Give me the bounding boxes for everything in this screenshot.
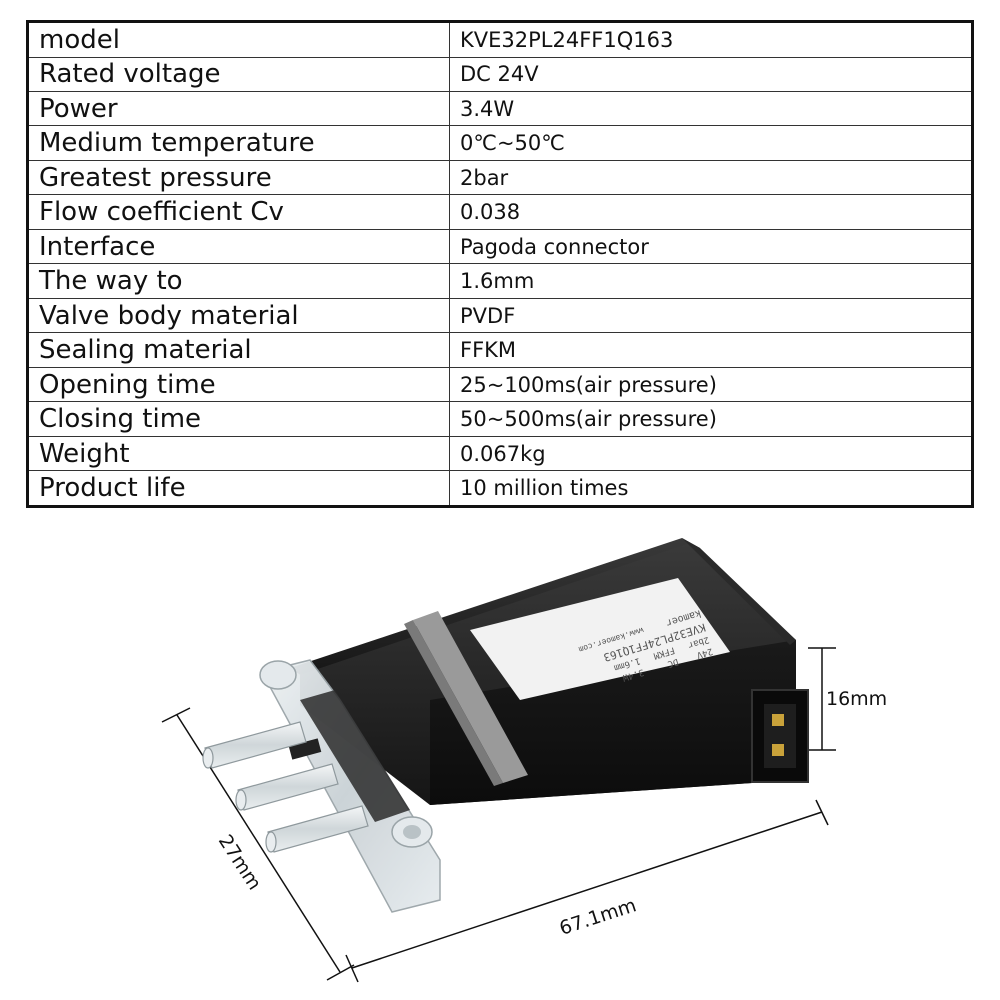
- spec-value: KVE32PL24FF1Q163: [449, 21, 973, 58]
- spec-label: Flow coefficient Cv: [27, 194, 450, 230]
- dimension-height-label: 16mm: [826, 688, 887, 710]
- product-label: kamoer www.kamoer.com KVE32PL24FF1Q163 2…: [470, 578, 730, 700]
- pagoda-nozzle: [265, 805, 369, 853]
- mounting-hole: [259, 660, 297, 690]
- grey-stripe: [413, 611, 528, 783]
- spec-label: Interface: [27, 228, 450, 265]
- spec-value: 0.067kg: [449, 435, 973, 472]
- spec-label: Greatest pressure: [27, 159, 450, 196]
- pagoda-nozzle: [202, 721, 307, 769]
- spec-row-flow-coefficient: Flow coefficient Cv 0.038: [27, 194, 973, 230]
- spec-value: DC 24V: [449, 56, 973, 92]
- spec-label: Product life: [27, 470, 450, 507]
- connector-pin: [772, 744, 784, 756]
- spec-row-interface: Interface Pagoda connector: [27, 228, 973, 265]
- spec-label: The way to: [27, 263, 450, 299]
- label-voltage: 24V: [695, 645, 714, 659]
- spec-value: FFKM: [449, 332, 973, 368]
- spec-value: 10 million times: [449, 470, 973, 507]
- connector-pin: [772, 714, 784, 726]
- dimension-width-label: 27mm: [214, 831, 266, 894]
- spec-label: Medium temperature: [27, 125, 450, 161]
- spec-label: Closing time: [27, 401, 450, 437]
- spec-row-rated-voltage: Rated voltage DC 24V: [27, 56, 973, 92]
- spec-row-weight: Weight 0.067kg: [27, 435, 973, 472]
- spec-row-sealing-material: Sealing material FFKM: [27, 332, 973, 368]
- dimension-length-label: 67.1mm: [557, 894, 639, 939]
- spec-value: 25~100ms(air pressure): [449, 366, 973, 403]
- spec-row-medium-temperature: Medium temperature 0℃~50℃: [27, 125, 973, 161]
- label-supply: DC: [666, 656, 679, 669]
- spec-row-opening-time: Opening time 25~100ms(air pressure): [27, 366, 973, 403]
- spec-row-product-life: Product life 10 million times: [27, 470, 973, 507]
- pagoda-nozzle: [235, 763, 339, 811]
- spec-label: Sealing material: [27, 332, 450, 368]
- spec-table: model KVE32PL24FF1Q163 Rated voltage DC …: [26, 20, 974, 508]
- clear-manifold: [259, 659, 441, 913]
- spec-row-the-way-to: The way to 1.6mm: [27, 263, 973, 299]
- spec-row-model: model KVE32PL24FF1Q163: [27, 21, 973, 58]
- dimension-height: 16mm: [808, 647, 887, 751]
- spec-label: Rated voltage: [27, 56, 450, 92]
- spec-label: Power: [27, 90, 450, 127]
